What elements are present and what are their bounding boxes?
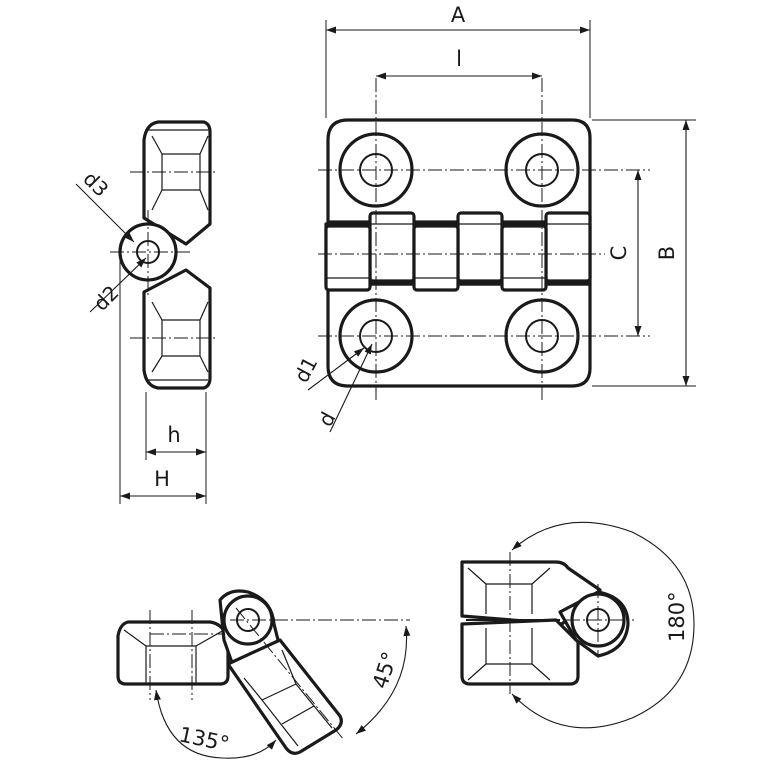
label-c: C bbox=[607, 246, 631, 261]
open-view-135: 135° 45° bbox=[116, 589, 411, 759]
label-d2: d2 bbox=[89, 281, 124, 316]
label-angle-135: 135° bbox=[177, 722, 231, 756]
open-135-fixed-leaf bbox=[116, 620, 230, 686]
leader-d bbox=[329, 343, 373, 433]
knuckle-5 bbox=[412, 224, 460, 292]
label-h: h bbox=[167, 423, 180, 447]
leader-d2 bbox=[89, 257, 147, 313]
knuckle-4 bbox=[324, 224, 372, 292]
knuckle-2 bbox=[456, 211, 504, 283]
label-angle-45: 45° bbox=[368, 649, 402, 692]
open-180-lower-leaf bbox=[460, 618, 580, 686]
open-view-180: 180° bbox=[460, 521, 695, 729]
arc-135 bbox=[154, 689, 277, 759]
label-d3: d3 bbox=[78, 167, 113, 202]
arc-180 bbox=[511, 521, 695, 729]
label-big-h: H bbox=[154, 467, 170, 491]
label-a: A bbox=[451, 3, 466, 27]
label-d1: d1 bbox=[289, 353, 322, 387]
arc-45 bbox=[355, 625, 411, 735]
label-b: B bbox=[655, 246, 679, 260]
knuckle-3 bbox=[544, 211, 592, 283]
label-d: d bbox=[313, 408, 340, 430]
front-view: A l C B d1 d bbox=[289, 3, 696, 433]
knuckle-6 bbox=[500, 224, 548, 292]
knuckle-1 bbox=[368, 211, 416, 283]
label-l: l bbox=[456, 47, 462, 71]
leader-d3 bbox=[75, 183, 135, 243]
leader-d1 bbox=[307, 347, 365, 391]
side-view: d3 d2 h H bbox=[75, 120, 218, 504]
label-angle-180: 180° bbox=[665, 591, 689, 642]
